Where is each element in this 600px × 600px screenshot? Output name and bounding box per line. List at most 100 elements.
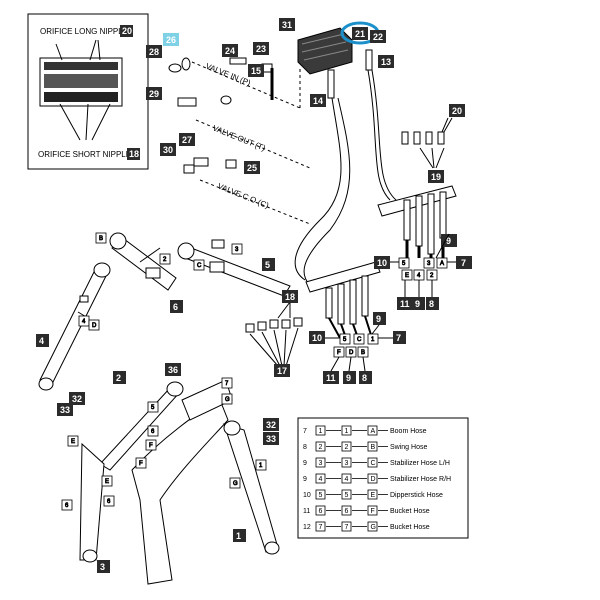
svg-text:3: 3 (100, 562, 105, 572)
callout-11-lower[interactable]: 11 (323, 371, 339, 384)
svg-text:26: 26 (166, 35, 176, 45)
callout-24[interactable]: 24 (222, 44, 238, 57)
callout-8-upper[interactable]: 8 (426, 297, 439, 310)
legend-box-b-frame (341, 473, 352, 484)
callout-32-left[interactable]: 32 (69, 392, 85, 405)
svg-text:5: 5 (343, 337, 347, 343)
callout-4[interactable]: 4 (36, 334, 49, 347)
svg-text:E: E (105, 479, 109, 485)
marker-E1: E (67, 435, 79, 447)
marker-r2-B: B (357, 346, 369, 358)
callout-5[interactable]: 5 (262, 258, 275, 271)
legend-box-a-frame (315, 505, 326, 516)
svg-text:7: 7 (396, 333, 401, 343)
legend-box-c: A (371, 428, 376, 435)
svg-text:20: 20 (122, 26, 132, 36)
legend-box-a-frame (315, 457, 326, 468)
marker-D1: D (88, 319, 100, 331)
legend-row-text: Swing Hose (390, 444, 427, 451)
callout-6[interactable]: 6 (170, 300, 183, 313)
callout-20[interactable]: 20 (449, 104, 465, 117)
legend-box-c-frame (367, 489, 378, 500)
callout-7-lower[interactable]: 7 (393, 331, 406, 344)
svg-text:C: C (357, 337, 362, 343)
svg-text:5: 5 (151, 405, 155, 411)
callout-3[interactable]: 3 (97, 560, 110, 573)
marker-6c: 6 (103, 495, 115, 507)
legend-box-b-frame (341, 457, 352, 468)
callout-9-lower-b[interactable]: 9 (343, 371, 356, 384)
valve-out-label: VALVE OUT (T) (211, 124, 267, 153)
svg-text:G: G (225, 397, 230, 403)
svg-text:18: 18 (285, 292, 295, 302)
legend-row-number: 7 (303, 428, 307, 435)
callout-10-lower[interactable]: 10 (309, 331, 325, 344)
callout-21[interactable]: 21 (352, 27, 368, 40)
callout-9-upper-b[interactable]: 9 (412, 297, 425, 310)
legend-box-a: 5 (319, 492, 323, 499)
legend-box-c-frame (367, 473, 378, 484)
callout-8-lower[interactable]: 8 (359, 371, 372, 384)
callout-9-lower[interactable]: 9 (373, 312, 386, 325)
svg-text:36: 36 (168, 365, 178, 375)
svg-text:9: 9 (346, 373, 351, 383)
callout-27[interactable]: 27 (179, 133, 195, 146)
legend-box-a-frame (315, 521, 326, 532)
legend-box-b: 2 (345, 444, 349, 451)
callout-26[interactable]: 26 (163, 33, 179, 46)
boom-cylinder-2 (79, 381, 184, 563)
legend-box-b-frame (341, 505, 352, 516)
callout-1[interactable]: 1 (233, 529, 246, 542)
inset-valve-block (39, 39, 123, 141)
marker-3a: 3 (231, 243, 243, 255)
callout-17[interactable]: 17 (274, 364, 290, 377)
legend-box-c: E (371, 492, 376, 499)
callout-19[interactable]: 19 (428, 170, 444, 183)
callout-22[interactable]: 22 (370, 30, 386, 43)
callout-7-upper[interactable]: 7 (456, 256, 472, 269)
callout-14[interactable]: 14 (310, 94, 326, 107)
svg-text:20: 20 (452, 106, 462, 116)
callout-2[interactable]: 2 (113, 371, 126, 384)
svg-text:F: F (337, 350, 341, 356)
callout-33-left[interactable]: 33 (57, 403, 73, 416)
callout-inset-18[interactable]: 18 (127, 148, 140, 160)
callout-13[interactable]: 13 (378, 55, 394, 68)
callout-23[interactable]: 23 (253, 42, 269, 55)
marker-G1: G (221, 393, 233, 405)
callout-29[interactable]: 29 (146, 87, 162, 100)
svg-text:2: 2 (430, 273, 434, 279)
marker-r2-D: D (345, 346, 357, 358)
svg-text:33: 33 (60, 405, 70, 415)
legend-row-text: Dipperstick Hose (390, 492, 443, 499)
callout-31[interactable]: 31 (279, 18, 295, 31)
svg-text:C: C (197, 263, 202, 269)
callout-10-upper[interactable]: 10 (374, 256, 390, 269)
callout-33-right[interactable]: 33 (263, 432, 279, 445)
callout-36[interactable]: 36 (165, 363, 181, 376)
marker-B1: B (95, 232, 107, 244)
svg-text:4: 4 (417, 273, 421, 279)
callout-15[interactable]: 15 (248, 64, 264, 77)
legend-box-a-frame (315, 425, 326, 436)
callout-inset-20[interactable]: 20 (120, 25, 133, 37)
callout-32-right[interactable]: 32 (263, 418, 279, 431)
svg-text:6: 6 (173, 302, 178, 312)
svg-text:17: 17 (277, 366, 287, 376)
callout-9-upper[interactable]: 9 (441, 234, 457, 247)
callout-11-upper[interactable]: 11 (397, 297, 413, 310)
legend-box-c-frame (367, 425, 378, 436)
marker-G2: G (229, 477, 241, 489)
inset-bottom-label: ORIFICE SHORT NIPPLE (38, 150, 131, 159)
legend-box-c: G (371, 524, 376, 531)
svg-text:2: 2 (163, 257, 167, 263)
callout-25[interactable]: 25 (244, 161, 260, 174)
callout-28[interactable]: 28 (146, 45, 162, 58)
valve-cd-label: VALVE C.O (C) (216, 182, 270, 211)
callout-18[interactable]: 18 (282, 290, 298, 303)
svg-text:3: 3 (235, 247, 239, 253)
callout-30[interactable]: 30 (160, 143, 176, 156)
